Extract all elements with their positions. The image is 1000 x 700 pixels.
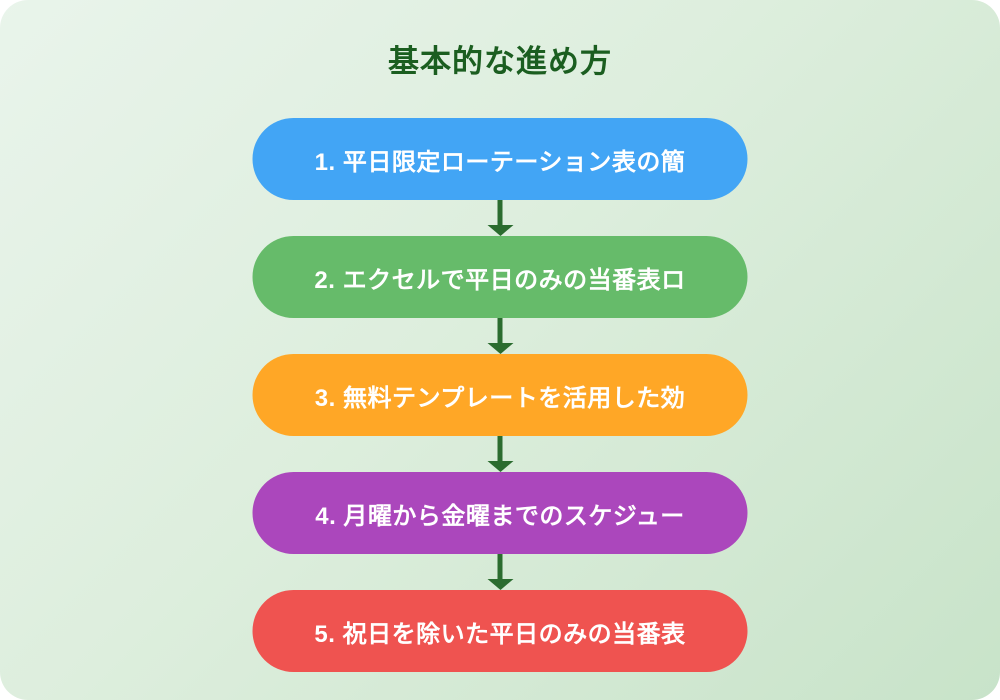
arrow-down-icon xyxy=(487,554,513,590)
step-pill-1: 1. 平日限定ローテーション表の簡 xyxy=(252,118,748,200)
arrow-head xyxy=(487,225,513,236)
arrow-stem xyxy=(497,554,503,579)
arrow-stem xyxy=(497,200,503,225)
arrow-stem xyxy=(497,436,503,461)
step-pill-5: 5. 祝日を除いた平日のみの当番表 xyxy=(252,590,748,672)
arrow-stem xyxy=(497,318,503,343)
step-pill-3: 3. 無料テンプレートを活用した効 xyxy=(252,354,748,436)
arrow-head xyxy=(487,579,513,590)
step-pill-4: 4. 月曜から金曜までのスケジュー xyxy=(252,472,748,554)
page-title: 基本的な進め方 xyxy=(388,44,612,79)
arrow-down-icon xyxy=(487,318,513,354)
flow-steps: 1. 平日限定ローテーション表の簡 2. エクセルで平日のみの当番表ロ 3. 無… xyxy=(252,118,748,672)
step-pill-2: 2. エクセルで平日のみの当番表ロ xyxy=(252,236,748,318)
arrow-head xyxy=(487,343,513,354)
arrow-down-icon xyxy=(487,436,513,472)
arrow-down-icon xyxy=(487,200,513,236)
arrow-head xyxy=(487,461,513,472)
